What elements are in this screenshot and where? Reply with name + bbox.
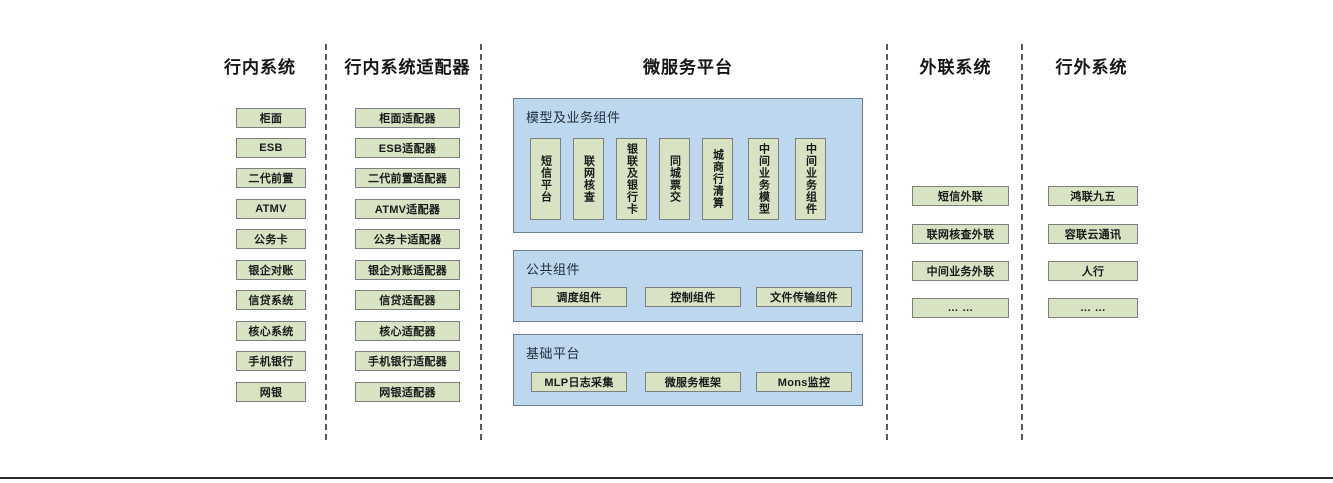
column-title-inner-adapters: 行内系统适配器	[344, 58, 471, 77]
node-external-link-system[interactable]: 短信外联	[912, 186, 1009, 206]
column-title-inner-systems: 行内系统	[224, 58, 296, 77]
node-inner-system[interactable]: 网银	[236, 382, 306, 402]
node-model-component[interactable]: 城商行清算	[702, 138, 733, 220]
node-external-link-system[interactable]: 中间业务外联	[912, 261, 1009, 281]
node-outside-system[interactable]: … …	[1048, 298, 1138, 318]
divider-adapters-platform	[480, 44, 482, 440]
node-base-platform-component[interactable]: 微服务框架	[645, 372, 741, 392]
node-inner-system[interactable]: 二代前置	[236, 168, 306, 188]
panel-label-model-business-components: 模型及业务组件	[526, 110, 621, 125]
node-base-platform-component[interactable]: MLP日志采集	[531, 372, 627, 392]
node-inner-adapter[interactable]: 网银适配器	[355, 382, 460, 402]
node-model-component[interactable]: 联网核查	[573, 138, 604, 220]
node-model-component[interactable]: 中间业务组件	[795, 138, 826, 220]
divider-platform-external	[886, 44, 888, 440]
panel-public-components: 公共组件	[513, 250, 863, 322]
node-inner-system[interactable]: ATMV	[236, 199, 306, 219]
node-model-component[interactable]: 中间业务模型	[748, 138, 779, 220]
node-base-platform-component[interactable]: Mons监控	[756, 372, 852, 392]
node-inner-adapter[interactable]: 信贷适配器	[355, 290, 460, 310]
node-external-link-system[interactable]: … …	[912, 298, 1009, 318]
divider-external-outside	[1021, 44, 1023, 440]
node-inner-adapter[interactable]: 柜面适配器	[355, 108, 460, 128]
node-public-component[interactable]: 调度组件	[531, 287, 627, 307]
node-outside-system[interactable]: 容联云通讯	[1048, 224, 1138, 244]
node-public-component[interactable]: 文件传输组件	[756, 287, 852, 307]
node-public-component[interactable]: 控制组件	[645, 287, 741, 307]
node-model-component[interactable]: 银联及银行卡	[616, 138, 647, 220]
node-inner-system[interactable]: 核心系统	[236, 321, 306, 341]
node-inner-system[interactable]: 公务卡	[236, 229, 306, 249]
node-inner-adapter[interactable]: ESB适配器	[355, 138, 460, 158]
node-model-component[interactable]: 短信平台	[530, 138, 561, 220]
node-inner-adapter[interactable]: 二代前置适配器	[355, 168, 460, 188]
node-inner-system[interactable]: 银企对账	[236, 260, 306, 280]
panel-base-platform: 基础平台	[513, 334, 863, 406]
column-title-outside-systems: 行外系统	[1055, 58, 1128, 77]
node-inner-system[interactable]: 柜面	[236, 108, 306, 128]
node-outside-system[interactable]: 鸿联九五	[1048, 186, 1138, 206]
column-title-external-link: 外联系统	[919, 58, 992, 77]
bottom-divider	[0, 477, 1333, 479]
node-model-component[interactable]: 同城票交	[659, 138, 690, 220]
node-inner-adapter[interactable]: 公务卡适配器	[355, 229, 460, 249]
node-external-link-system[interactable]: 联网核查外联	[912, 224, 1009, 244]
column-title-platform: 微服务平台	[643, 58, 733, 77]
node-inner-system[interactable]: ESB	[236, 138, 306, 158]
node-inner-system[interactable]: 信贷系统	[236, 290, 306, 310]
divider-inner-systems-adapters	[325, 44, 327, 440]
node-inner-system[interactable]: 手机银行	[236, 351, 306, 371]
panel-label-base-platform: 基础平台	[526, 346, 581, 361]
node-inner-adapter[interactable]: 银企对账适配器	[355, 260, 460, 280]
node-outside-system[interactable]: 人行	[1048, 261, 1138, 281]
node-inner-adapter[interactable]: 手机银行适配器	[355, 351, 460, 371]
panel-label-public-components: 公共组件	[526, 262, 581, 277]
node-inner-adapter[interactable]: ATMV适配器	[355, 199, 460, 219]
node-inner-adapter[interactable]: 核心适配器	[355, 321, 460, 341]
